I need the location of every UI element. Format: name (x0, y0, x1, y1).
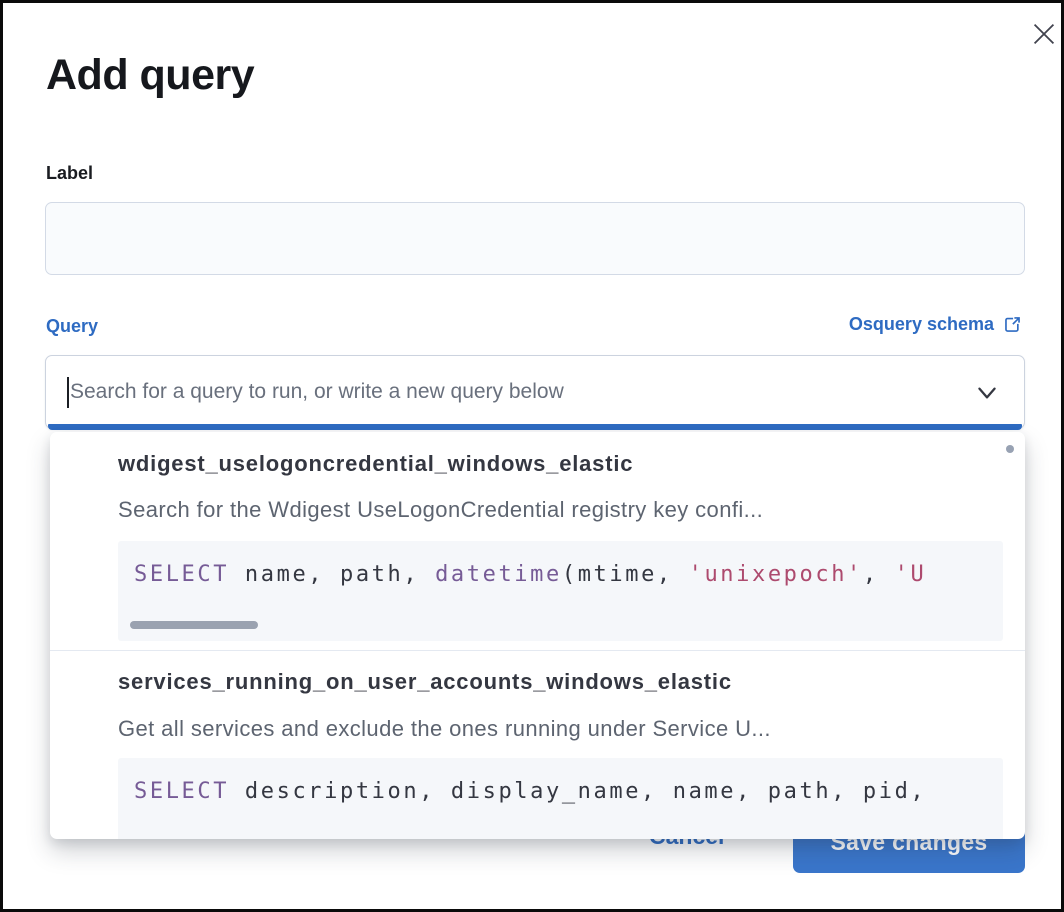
modal-title: Add query (46, 51, 255, 99)
sql-token: SELECT (134, 562, 230, 587)
vertical-scrollbar-thumb[interactable] (1006, 445, 1014, 453)
sql-token: 'unixepoch' (688, 562, 863, 587)
sql-token: datetime (435, 562, 562, 587)
option-description: Get all services and exclude the ones ru… (118, 716, 771, 741)
query-option-wdigest[interactable]: wdigest_uselogoncredential_windows_elast… (50, 432, 1025, 650)
label-input[interactable] (45, 202, 1025, 275)
horizontal-scrollbar-thumb[interactable] (130, 621, 258, 629)
sql-code: SELECT description, display_name, name, … (134, 779, 1003, 804)
osquery-schema-link-label: Osquery schema (848, 314, 994, 334)
query-combobox[interactable] (45, 355, 1025, 430)
chevron-down-icon[interactable] (974, 382, 1000, 404)
query-field-label: Query (46, 316, 99, 336)
osquery-schema-link[interactable]: Osquery schema (849, 314, 1022, 335)
option-sql-preview: SELECT description, display_name, name, … (118, 758, 1003, 839)
option-title: services_running_on_user_accounts_window… (118, 669, 732, 694)
sql-code: SELECT name, path, datetime(mtime, 'unix… (134, 562, 1003, 587)
close-button[interactable] (1027, 17, 1061, 51)
option-sql-preview: SELECT name, path, datetime(mtime, 'unix… (118, 541, 1003, 641)
sql-token: description, display_name, name, path, p… (229, 779, 927, 804)
option-title: wdigest_uselogoncredential_windows_elast… (118, 451, 634, 476)
sql-token: (mtime, (561, 562, 689, 587)
label-field-label: Label (46, 163, 94, 183)
query-search-input[interactable] (46, 356, 1024, 428)
sql-token: , (862, 562, 895, 587)
option-description: Search for the Wdigest UseLogonCredentia… (118, 497, 764, 522)
sql-token: 'U (894, 562, 927, 587)
query-option-services[interactable]: services_running_on_user_accounts_window… (50, 651, 1025, 839)
external-link-icon (1005, 317, 1020, 332)
option-divider (50, 650, 1025, 651)
query-suggestions-dropdown: wdigest_uselogoncredential_windows_elast… (50, 432, 1025, 839)
close-icon (1033, 23, 1055, 45)
sql-token: SELECT (134, 779, 230, 804)
sql-token: name, path, (229, 562, 436, 587)
focus-underline (48, 424, 1022, 430)
text-cursor (67, 377, 69, 408)
